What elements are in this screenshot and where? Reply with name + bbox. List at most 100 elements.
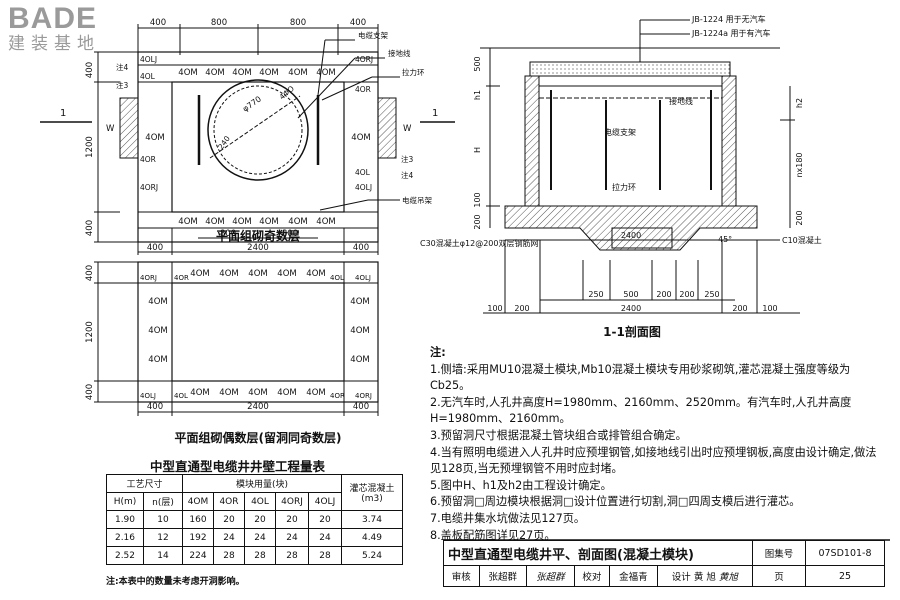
svg-text:4ORJ: 4ORJ xyxy=(355,55,373,64)
svg-text:4ΦO: 4ΦO xyxy=(278,84,297,102)
svg-text:400: 400 xyxy=(147,402,163,412)
svg-text:100: 100 xyxy=(762,304,777,313)
plan-even xyxy=(94,261,379,416)
svg-text:4OM: 4OM xyxy=(178,68,197,78)
svg-text:4OM: 4OM xyxy=(205,217,224,227)
svg-text:拉力环: 拉力环 xyxy=(612,182,636,192)
svg-text:4OM: 4OM xyxy=(178,217,197,227)
svg-text:400: 400 xyxy=(353,243,369,253)
svg-text:250: 250 xyxy=(588,290,603,299)
plan-odd-caption: 平面组砌奇数层 xyxy=(216,228,300,243)
svg-text:4OL: 4OL xyxy=(355,168,371,177)
svg-text:4OR: 4OR xyxy=(330,392,345,400)
svg-text:4OM: 4OM xyxy=(232,68,251,78)
svg-text:W: W xyxy=(403,124,412,134)
svg-text:4OL: 4OL xyxy=(330,274,344,282)
svg-text:拉力环: 拉力环 xyxy=(402,67,425,77)
page-number: 25 xyxy=(805,565,885,587)
svg-text:4OM: 4OM xyxy=(288,68,307,78)
svg-text:800: 800 xyxy=(211,18,227,28)
svg-text:4OM: 4OM xyxy=(190,388,209,398)
logo-subtitle: 建装基地 xyxy=(8,34,100,54)
section-text: JB-1224 用于无汽车 JB-1224a 用于有汽车 500 h1 H 10… xyxy=(420,14,822,313)
svg-text:4OM: 4OM xyxy=(316,217,335,227)
svg-text:200: 200 xyxy=(795,210,804,225)
svg-text:2400: 2400 xyxy=(621,304,641,313)
svg-text:240: 240 xyxy=(216,134,232,151)
svg-text:注4: 注4 xyxy=(116,62,128,72)
svg-text:500: 500 xyxy=(623,290,638,299)
svg-text:注4: 注4 xyxy=(401,170,413,180)
note-item: H=1980mm、2160mm。 xyxy=(430,412,571,426)
svg-text:h1: h1 xyxy=(473,90,482,100)
svg-text:100: 100 xyxy=(473,192,482,207)
note-item: 见128页,当无预埋钢管不用时应封堵。 xyxy=(430,462,623,476)
svg-text:4OM: 4OM xyxy=(277,388,296,398)
svg-text:h2: h2 xyxy=(795,98,804,108)
svg-text:800: 800 xyxy=(220,229,236,239)
svg-text:接地线: 接地线 xyxy=(669,96,693,106)
svg-text:200: 200 xyxy=(656,290,671,299)
svg-text:500: 500 xyxy=(473,56,482,71)
svg-text:JB-1224 用于无汽车: JB-1224 用于无汽车 xyxy=(691,14,766,24)
svg-text:C30混凝土φ12@200双层钢筋网: C30混凝土φ12@200双层钢筋网 xyxy=(420,238,539,248)
svg-text:4OLJ: 4OLJ xyxy=(140,392,156,400)
svg-text:200: 200 xyxy=(679,290,694,299)
note-item: 6.预留洞□周边模块根据洞□设计位置进行切割,洞□四周支模后进行灌芯。 xyxy=(430,495,801,509)
svg-text:4OLJ: 4OLJ xyxy=(355,274,371,282)
svg-text:4OL: 4OL xyxy=(174,392,188,400)
svg-text:250: 250 xyxy=(704,290,719,299)
svg-text:H: H xyxy=(473,147,482,153)
plan-odd xyxy=(40,24,455,255)
svg-text:4OM: 4OM xyxy=(248,388,267,398)
drawing-title: 中型直通型电缆井平、剖面图(混凝土模块) xyxy=(443,540,753,566)
svg-text:4OM: 4OM xyxy=(259,217,278,227)
notes-heading: 注: xyxy=(430,346,446,359)
svg-text:4OM: 4OM xyxy=(288,217,307,227)
svg-text:4ORJ: 4ORJ xyxy=(140,183,158,192)
section-title: 1-1剖面图 xyxy=(603,324,661,339)
plan-even-caption: 平面组砌偶数层(留洞同奇数层) xyxy=(175,430,342,445)
section-1-1 xyxy=(480,19,800,314)
note-item: 5.图中H、h1及h2由工程设计确定。 xyxy=(430,478,612,492)
svg-text:4OM: 4OM xyxy=(259,68,278,78)
logo-name: BADE xyxy=(8,2,98,35)
bade-logo: BADE 建装基地 xyxy=(8,2,100,55)
svg-text:电缆支架: 电缆支架 xyxy=(604,127,636,137)
note-item: 1.侧墙:采用MU10混凝土模块,Mb10混凝土模块专用砂浆砌筑,灌芯混凝土强度… xyxy=(430,362,851,393)
th-blocks: 模块用量(块) xyxy=(182,474,342,493)
svg-text:400: 400 xyxy=(350,18,366,28)
svg-text:1: 1 xyxy=(432,108,438,119)
atlas-number: 07SD101-8 xyxy=(805,540,885,566)
svg-text:4OM: 4OM xyxy=(248,269,267,279)
svg-text:4ORJ: 4ORJ xyxy=(355,392,372,400)
svg-text:400: 400 xyxy=(85,265,95,281)
svg-text:200: 200 xyxy=(732,304,747,313)
svg-text:4OM: 4OM xyxy=(306,269,325,279)
svg-text:JB-1224a 用于有汽车: JB-1224a 用于有汽车 xyxy=(691,28,771,38)
svg-text:4ORJ: 4ORJ xyxy=(140,274,157,282)
svg-text:4OM: 4OM xyxy=(219,269,238,279)
svg-text:1200: 1200 xyxy=(85,136,95,158)
svg-text:2400: 2400 xyxy=(247,402,269,412)
svg-text:注3: 注3 xyxy=(401,154,413,164)
svg-text:4OM: 4OM xyxy=(232,217,251,227)
th-group: 工艺尺寸 xyxy=(106,474,183,493)
svg-text:4OR: 4OR xyxy=(140,155,156,164)
svg-text:4OLJ: 4OLJ xyxy=(355,183,372,192)
plan-even-text: 4OM 4OM 4OM 4OM 4OM 4OM 4OM 4OM 4OM 4OM … xyxy=(85,265,372,412)
svg-text:4OM: 4OM xyxy=(316,68,335,78)
svg-text:200: 200 xyxy=(514,304,529,313)
svg-text:4OM: 4OM xyxy=(350,297,369,307)
svg-text:C10混凝土: C10混凝土 xyxy=(782,235,822,245)
svg-text:电缆吊架: 电缆吊架 xyxy=(402,195,432,205)
note-item: 8.盖板配筋图详见27页。 xyxy=(430,528,556,542)
svg-text:4OM: 4OM xyxy=(148,297,167,307)
svg-text:4OM: 4OM xyxy=(148,326,167,336)
note-item: 4.当有照明电缆进入人孔井时应预埋钢管,如接地线引出时应预埋钢板,高度由设计确定… xyxy=(430,445,877,459)
svg-text:4OM: 4OM xyxy=(205,68,224,78)
svg-text:4OM: 4OM xyxy=(148,355,167,365)
svg-text:4OM: 4OM xyxy=(351,133,370,143)
